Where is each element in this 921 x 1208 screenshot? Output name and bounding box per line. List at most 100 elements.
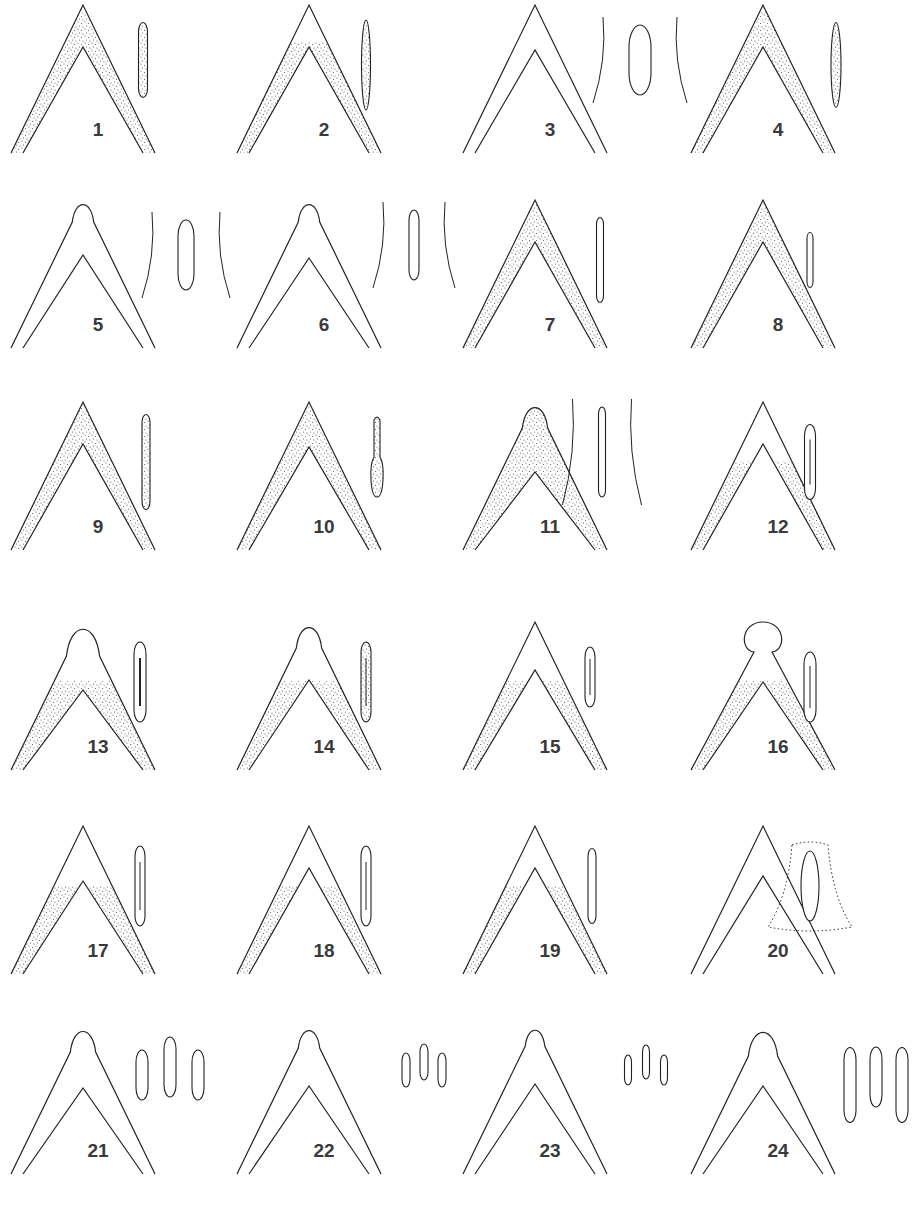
stippling: [463, 408, 607, 550]
chevron-outer: [691, 622, 835, 770]
chevron-outer: [463, 1030, 607, 1174]
rod-element: [142, 415, 150, 510]
figure-number: 18: [313, 941, 334, 960]
figure: [11, 5, 155, 153]
chevron-inner: [475, 1084, 595, 1174]
figure: [237, 5, 381, 153]
figure: [11, 1032, 204, 1174]
rod-element: [625, 1055, 632, 1085]
rod-element: [402, 1053, 410, 1087]
chevron-outer: [691, 402, 835, 550]
stippling: [691, 200, 835, 348]
rod-element: [135, 846, 145, 926]
rod-element: [361, 846, 371, 926]
inner-line: [366, 658, 367, 706]
chevron-outer: [463, 408, 607, 550]
figure: [11, 629, 155, 770]
chevron-inner: [249, 680, 369, 770]
chevron-outer: [463, 5, 607, 153]
figure-number: 23: [539, 1141, 560, 1160]
stippling: [237, 402, 381, 550]
figure: [463, 399, 642, 550]
chevron-inner: [475, 670, 595, 770]
chevron-outer: [463, 826, 607, 974]
chevron-inner: [249, 47, 369, 153]
rod-element: [136, 1050, 148, 1100]
inner-line: [590, 659, 591, 695]
chevron-inner: [23, 690, 143, 770]
chevron-outer: [237, 205, 381, 348]
figure-number: 21: [87, 1141, 108, 1160]
rod-element: [164, 1037, 176, 1097]
figure-number: 19: [539, 941, 560, 960]
rod-element: [807, 233, 813, 288]
chevron-inner: [475, 242, 595, 348]
figure: [691, 200, 835, 348]
figure: [237, 402, 383, 550]
chevron-inner: [703, 242, 823, 348]
figure: [11, 826, 155, 974]
figure-number: 20: [767, 941, 788, 960]
chevron-inner: [475, 868, 595, 974]
rod-element: [643, 1045, 650, 1079]
spindle-element: [362, 20, 371, 110]
rod-element: [896, 1048, 908, 1123]
chevron-inner: [475, 50, 595, 153]
rod-element: [805, 425, 816, 500]
chevron-inner: [703, 47, 823, 153]
dotted-outline: [768, 842, 852, 931]
figure-number: 11: [540, 517, 560, 536]
figure-number: 4: [773, 120, 784, 139]
figure-number: 24: [767, 1141, 788, 1160]
flank-curve: [219, 212, 230, 298]
stippling: [463, 885, 607, 974]
rod-element: [661, 1055, 668, 1085]
chevron-outer: [11, 5, 155, 153]
rod-element: [134, 642, 146, 722]
figure-number: 3: [545, 120, 556, 139]
chevron-outer: [11, 1032, 155, 1174]
rod-element: [585, 647, 595, 707]
chevron-outer: [11, 402, 155, 550]
rod-element: [844, 1048, 856, 1123]
chevron-outer: [691, 200, 835, 348]
figure: [237, 202, 455, 348]
chevron-inner: [475, 472, 595, 550]
chevron-inner: [249, 1086, 369, 1174]
rod-element: [588, 849, 596, 924]
figure-number: 13: [87, 737, 108, 756]
chevron-outer: [237, 826, 381, 974]
figure: [691, 402, 835, 550]
stippling: [463, 200, 607, 348]
rod-element: [409, 210, 419, 280]
figure-number: 15: [539, 737, 560, 756]
figure: [463, 5, 687, 153]
figure: [691, 1032, 908, 1174]
rod-element: [438, 1053, 446, 1087]
chevron-inner: [23, 1088, 143, 1174]
chevron-inner: [249, 258, 369, 348]
stippling: [11, 402, 155, 550]
chevron-inner: [23, 47, 143, 153]
rod-element: [361, 642, 371, 722]
stippling: [11, 5, 155, 153]
stippling: [237, 681, 381, 770]
chevron-inner: [23, 444, 143, 550]
figure: [237, 1031, 446, 1174]
chevron-inner: [249, 447, 369, 550]
figure: [463, 1030, 668, 1174]
figure-number: 10: [313, 517, 334, 536]
chevron-outer: [237, 628, 381, 770]
chevron-outer: [237, 5, 381, 153]
rod-element: [629, 25, 651, 95]
flank-curve: [142, 212, 153, 298]
stippling: [691, 681, 835, 770]
figure: [463, 622, 607, 770]
figure: [691, 5, 841, 153]
stippling: [463, 681, 607, 770]
figure: [11, 205, 230, 348]
club-element: [371, 417, 383, 497]
flank-curve: [444, 202, 455, 288]
